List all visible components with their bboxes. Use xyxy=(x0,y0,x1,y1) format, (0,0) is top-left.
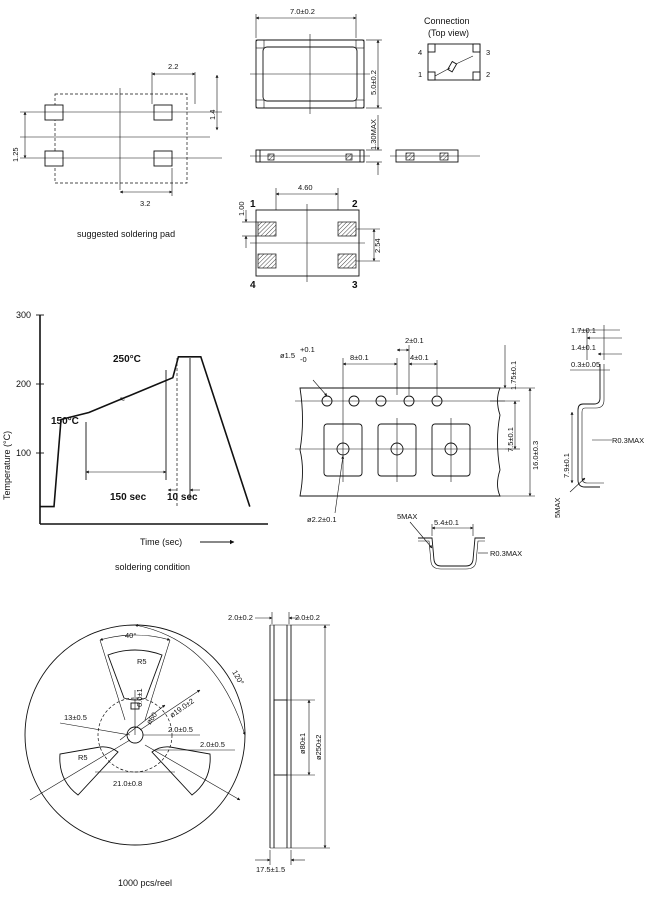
tape-cavity-hole: ø2.2±0.1 xyxy=(307,515,337,524)
soldering-pad-drawing: 2.2 1.4 1.25 3.2 suggested soldering pad xyxy=(11,62,222,239)
connection-title: Connection xyxy=(424,16,470,26)
reflow-peak-label: 250°C xyxy=(113,354,141,365)
tape-dim-0-3: 0.3±0.05 xyxy=(571,360,600,369)
reflow-dur-10: 10 sec xyxy=(167,492,198,503)
reel-window-right xyxy=(151,746,211,796)
dim-3-2: 3.2 xyxy=(140,199,150,208)
reel-r5-top: R5 xyxy=(137,657,147,666)
reel-side-d80: ø80±1 xyxy=(298,733,307,754)
sprocket-hole-5 xyxy=(431,395,443,407)
pad-br xyxy=(153,150,173,167)
reel-window-left xyxy=(59,746,119,796)
reflow-tick-300: 300 xyxy=(16,310,31,320)
reel-dim-6: 6.0±1 xyxy=(135,688,144,707)
tape-hole-tol-plus: +0.1 xyxy=(300,345,315,354)
reel-hub xyxy=(273,699,288,776)
tape-dim-16: 16.0±0.3 xyxy=(531,441,540,470)
tape-hole-d: ø1.5 xyxy=(280,351,295,360)
tape-r03-a: R0.3MAX xyxy=(490,549,522,558)
fp-pin-1: 1 xyxy=(250,199,256,210)
reflow-break-mark: ≈ xyxy=(120,394,125,404)
reel-40deg: 40° xyxy=(125,631,136,640)
dim-2-54: 2.54 xyxy=(373,238,382,253)
tape-dim-1-4: 1.4±0.1 xyxy=(571,343,596,352)
tape-hole-tol-minus: -0 xyxy=(300,355,307,364)
reel-side-d250: ø250±2 xyxy=(314,735,323,760)
sprocket-hole-2 xyxy=(348,395,360,407)
reel-side-2-0-right: 2.0±0.2 xyxy=(295,613,320,622)
dim-1-4: 1.4 xyxy=(208,110,217,120)
reel-d60: ø60 xyxy=(144,710,159,726)
reel-dim-2-0a: 2.0±0.5 xyxy=(168,725,193,734)
reflow-y-label: Temperature (°C) xyxy=(2,431,12,500)
conn-pin-4: 4 xyxy=(418,48,422,57)
dim-1-25: 1.25 xyxy=(11,147,20,162)
tape-dim-7-5: 7.5±0.1 xyxy=(506,427,515,452)
tape-side-profile xyxy=(577,364,601,488)
sprocket-hole-3 xyxy=(375,395,387,407)
reel-dim-13: 13±0.5 xyxy=(64,713,87,722)
footprint-drawing: 4.60 1.00 2.54 1 2 3 4 xyxy=(237,183,382,291)
reflow-curve xyxy=(40,356,251,508)
dim-package-height: 5.0±0.2 xyxy=(369,70,378,95)
fp-pin-2: 2 xyxy=(352,199,358,210)
reflow-tick-200: 200 xyxy=(16,379,31,389)
reel-r5-left: R5 xyxy=(78,753,88,762)
reflow-caption: soldering condition xyxy=(115,562,190,572)
tape-dim-1-75: 1.75±0.1 xyxy=(509,361,518,390)
tape-r03-b: R0.3MAX xyxy=(612,436,644,445)
soldering-pad-caption: suggested soldering pad xyxy=(77,229,175,239)
connection-subtitle: (Top view) xyxy=(428,28,469,38)
reel-side-17-5: 17.5±1.5 xyxy=(256,865,285,874)
footprint-pad-3 xyxy=(337,253,357,269)
tape-dim-2: 2±0.1 xyxy=(405,336,424,345)
conn-pin-2: 2 xyxy=(486,70,490,79)
package-outline xyxy=(54,93,188,184)
tape-dim-4: 4±0.1 xyxy=(410,353,429,362)
dim-package-width: 7.0±0.2 xyxy=(290,7,315,16)
package-drawing: 7.0±0.2 5.0±0.2 1.30MAX Connection (Top … xyxy=(250,7,490,175)
tape-dim-1-7: 1.7±0.1 xyxy=(571,326,596,335)
tape-outline xyxy=(299,387,501,497)
reflow-x-label: Time (sec) xyxy=(140,537,182,547)
footprint-pad-1 xyxy=(257,221,277,237)
tape-5max-a: 5MAX xyxy=(397,512,417,521)
sprocket-hole-4 xyxy=(403,395,415,407)
crystal-symbol xyxy=(447,60,458,73)
reel-dim-2-0b: 2.0±0.5 xyxy=(200,740,225,749)
pad-tr xyxy=(153,104,173,121)
reflow-chart: 300 200 100 Temperature (°C) Time (sec) … xyxy=(2,310,268,572)
reflow-tick-100: 100 xyxy=(16,448,31,458)
pad-bl xyxy=(44,150,64,167)
reel-dim-21: 21.0±0.8 xyxy=(113,779,142,788)
tape-dim-7-9: 7.9±0.1 xyxy=(562,453,571,478)
reel-caption: 1000 pcs/reel xyxy=(118,878,172,888)
reflow-dur-150: 150 sec xyxy=(110,492,147,503)
cavity-cross-section xyxy=(418,537,485,567)
fp-pin-4: 4 xyxy=(250,280,256,291)
tape-pitch-8: 8±0.1 xyxy=(350,353,369,362)
dim-2-2: 2.2 xyxy=(168,62,178,71)
fp-pin-3: 3 xyxy=(352,280,358,291)
pad-tl xyxy=(44,104,64,121)
carrier-tape-drawing: ø1.5 +0.1 -0 8±0.1 2±0.1 4±0.1 1.75±0.1 … xyxy=(280,325,644,570)
reel-d19: ø19.0±2 xyxy=(168,697,196,720)
reel-side-drawing: 2.0±0.2 2.0±0.2 ø80±1 ø250±2 17.5±1.5 xyxy=(228,612,330,874)
footprint-pad-4 xyxy=(257,253,277,269)
dim-1-00: 1.00 xyxy=(237,201,246,216)
connection-outline xyxy=(427,43,481,81)
reel-front-drawing: 40° R5 R5 120° 6.0±1 ø60 ø19.0±2 13±0.5 … xyxy=(24,624,246,888)
tape-dim-5-4: 5.4±0.1 xyxy=(434,518,459,527)
conn-pin-3: 3 xyxy=(486,48,490,57)
conn-pin-1: 1 xyxy=(418,70,422,79)
dim-4-60: 4.60 xyxy=(298,183,313,192)
reel-side-2-0-left: 2.0±0.2 xyxy=(228,613,253,622)
footprint-pad-2 xyxy=(337,221,357,237)
tape-5max-b: 5MAX xyxy=(553,498,562,518)
dim-package-thickness: 1.30MAX xyxy=(369,119,378,150)
reflow-preheat-label: 150°C xyxy=(51,416,79,427)
